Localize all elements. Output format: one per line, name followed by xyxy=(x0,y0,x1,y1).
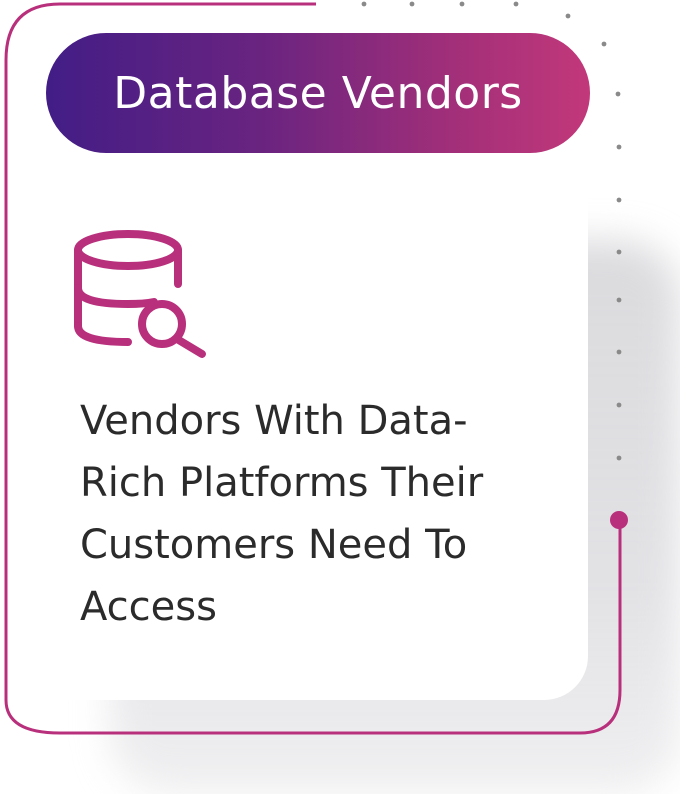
description-line: Customers Need To xyxy=(80,522,468,568)
description-text: Vendors With Data- Rich Platforms Their … xyxy=(80,390,550,638)
description-line: Rich Platforms Their xyxy=(80,460,484,506)
banner-title: Database Vendors xyxy=(113,67,523,119)
database-search-icon xyxy=(74,230,206,358)
title-banner: Database Vendors xyxy=(46,33,590,153)
description-line: Vendors With Data- xyxy=(80,398,468,444)
info-card xyxy=(28,60,588,700)
connector-dot xyxy=(610,511,628,529)
description-line: Access xyxy=(80,584,217,630)
dotted-trail xyxy=(361,1,622,461)
